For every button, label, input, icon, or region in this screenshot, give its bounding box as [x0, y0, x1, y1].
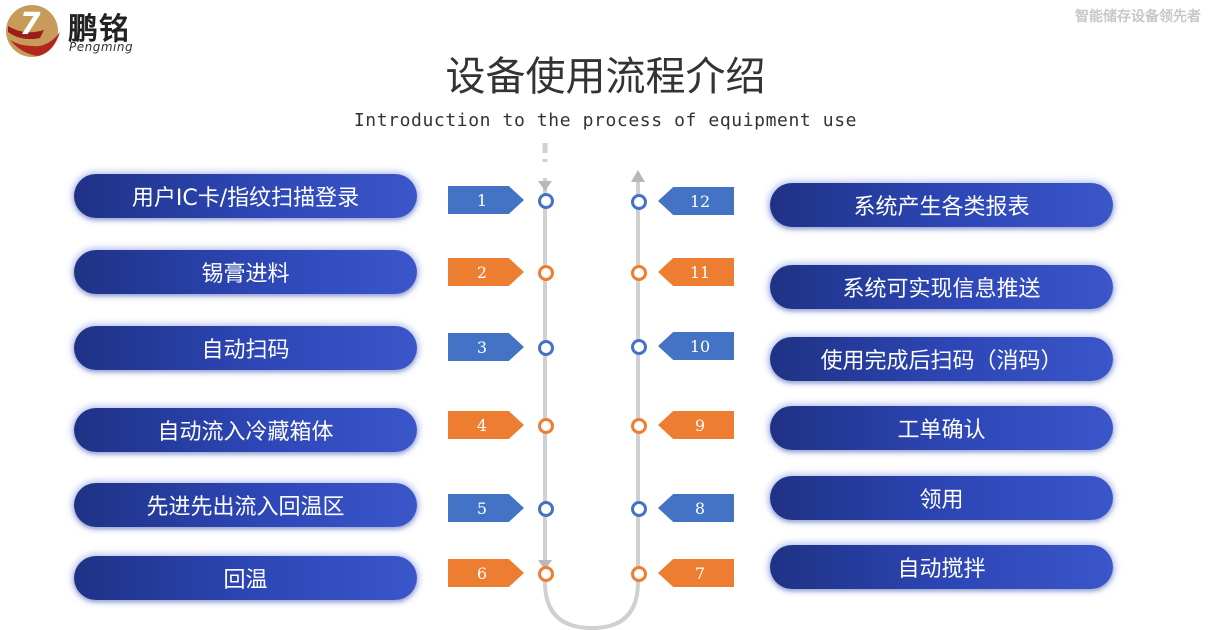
- step-5-number: 5: [448, 494, 524, 522]
- step-10-number: 10: [658, 332, 734, 360]
- page-subtitle: Introduction to the process of equipment…: [353, 110, 858, 131]
- step-6-number: 6: [448, 559, 524, 587]
- step-1-pill: 用户IC卡/指纹扫描登录: [74, 174, 417, 218]
- logo: 7 鹏铭 Pengming: [4, 2, 154, 62]
- step-4-number: 4: [448, 411, 524, 439]
- page-title: 设备使用流程介绍: [445, 54, 766, 100]
- step-8-pill: 领用: [770, 476, 1113, 520]
- step-3-number: 3: [448, 333, 524, 361]
- step-6-pill: 回温: [74, 556, 417, 600]
- step-2-pill: 锡膏进料: [74, 250, 417, 294]
- step-1-dot: [538, 193, 554, 209]
- step-10-pill: 使用完成后扫码（消码）: [770, 337, 1113, 381]
- down-arrow-icon: [538, 181, 552, 191]
- logo-name-cn: 鹏铭: [68, 12, 130, 47]
- step-3-dot: [538, 340, 554, 356]
- svg-text:7: 7: [20, 7, 41, 42]
- step-11-pill: 系统可实现信息推送: [770, 265, 1113, 309]
- step-12-pill: 系统产生各类报表: [770, 183, 1113, 227]
- step-7-pill: 自动搅拌: [770, 545, 1113, 589]
- step-7-dot: [631, 566, 647, 582]
- step-4-pill: 自动流入冷藏箱体: [74, 408, 417, 452]
- step-9-pill: 工单确认: [770, 406, 1113, 450]
- step-3-pill: 自动扫码: [74, 326, 417, 370]
- step-2-dot: [538, 265, 554, 281]
- step-11-number: 11: [658, 258, 734, 286]
- up-arrow-icon: [631, 170, 645, 182]
- step-1-number: 1: [448, 186, 524, 214]
- step-9-dot: [631, 418, 647, 434]
- step-7-number: 7: [658, 559, 734, 587]
- step-12-number: 12: [658, 187, 734, 215]
- down-arrow-icon: [538, 560, 552, 570]
- step-12-dot: [631, 194, 647, 210]
- step-5-pill: 先进先出流入回温区: [74, 483, 417, 527]
- step-4-dot: [538, 418, 554, 434]
- step-8-dot: [631, 501, 647, 517]
- step-6-dot: [538, 566, 554, 582]
- step-9-number: 9: [658, 411, 734, 439]
- step-2-number: 2: [448, 258, 524, 286]
- step-5-dot: [538, 501, 554, 517]
- pengming-logo-icon: 7: [6, 5, 60, 57]
- step-10-dot: [631, 339, 647, 355]
- slogan: 智能储存设备领先者: [1075, 9, 1201, 25]
- logo-name-en: Pengming: [69, 40, 134, 54]
- step-8-number: 8: [658, 494, 734, 522]
- step-11-dot: [631, 265, 647, 281]
